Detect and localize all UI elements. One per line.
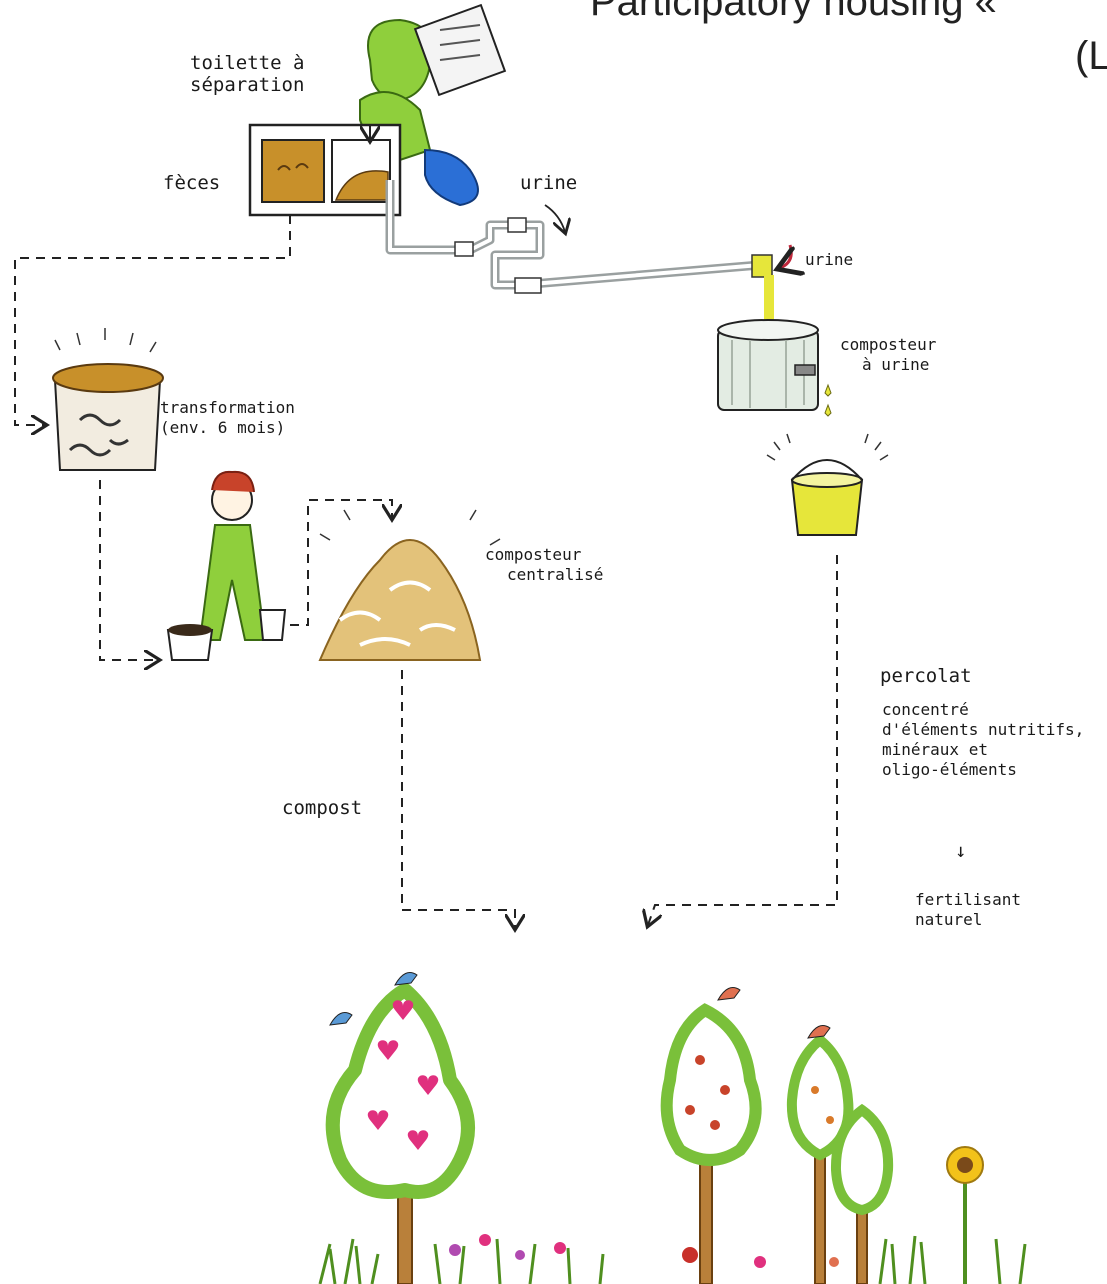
fertilizer-label-line-2: naturel <box>915 910 983 929</box>
bin-to-person-line <box>99 480 158 660</box>
percolat-label: percolat <box>880 665 972 687</box>
urine-composter-label-line-2: à urine <box>862 355 930 374</box>
fertilizer-label-line-1: fertilisant <box>915 890 1021 909</box>
percolat-description-line-1: concentré <box>882 700 969 719</box>
garden-flowers <box>449 1234 839 1268</box>
person-to-composter-line <box>290 499 392 626</box>
title-line-2: (L <box>1075 34 1107 78</box>
percolat-description-line-4: oligo-éléments <box>882 760 1017 779</box>
toilet-label: toilette à séparation <box>190 52 304 96</box>
compost-to-garden-line <box>401 670 515 928</box>
ground-plants <box>318 1235 1027 1284</box>
title-line-1: Participatory housing « <box>590 0 997 24</box>
urine-composter-label: composteur à urine <box>840 335 936 375</box>
percolat-to-garden-line <box>648 555 838 925</box>
transformation-label: transformation (env. 6 mois) <box>160 398 295 438</box>
transformation-bin <box>52 328 164 471</box>
percolat-description: concentré d'éléments nutritifs, minéraux… <box>882 700 1084 780</box>
central-compost-pile <box>318 509 501 661</box>
transformation-label-line-2: (env. 6 mois) <box>160 418 286 437</box>
percolat-description-line-2: d'éléments nutritifs, <box>882 720 1085 739</box>
fertilizer-label: fertilisant naturel <box>915 890 1021 930</box>
central-composter-label: composteur centralisé <box>485 545 603 585</box>
separation-toilet <box>248 123 402 217</box>
sunflower <box>946 1146 984 1284</box>
toilet-label-line-1: toilette à <box>190 52 305 74</box>
flow-lines <box>14 215 838 928</box>
transformation-label-line-1: transformation <box>160 398 295 417</box>
apple-tree <box>325 972 475 1284</box>
fruit-trees <box>660 987 894 1284</box>
feces-label: fèces <box>163 172 221 194</box>
compost-label: compost <box>282 797 363 819</box>
urine-valve-label: urine <box>805 250 854 269</box>
urine-label-top: urine <box>520 172 578 194</box>
person-carrying-buckets <box>166 470 287 661</box>
down-arrow-icon: ↓ <box>955 840 967 862</box>
urine-pipe <box>385 180 791 320</box>
percolat-description-line-3: minéraux et <box>882 740 988 759</box>
central-composter-label-line-1: composteur <box>485 545 582 564</box>
urine-bucket <box>766 433 889 536</box>
urine-composter-label-line-1: composteur <box>840 335 937 354</box>
central-composter-label-line-2: centralisé <box>507 565 604 584</box>
toilet-label-line-2: séparation <box>190 74 305 96</box>
urine-composter-barrel <box>717 319 832 417</box>
